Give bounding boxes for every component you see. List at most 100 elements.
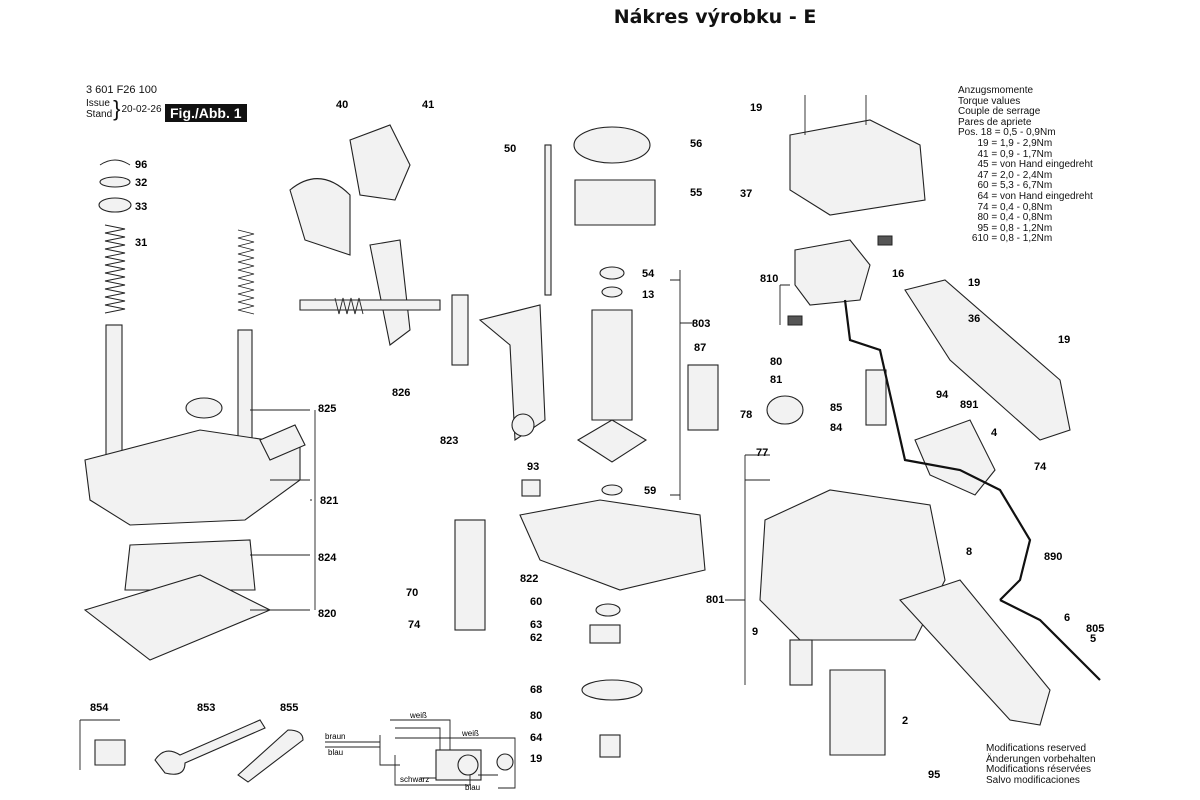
callout-805: 805 <box>1086 623 1104 635</box>
callout-84: 84 <box>830 422 843 434</box>
bracket-lines <box>79 270 790 770</box>
washer-upper-part <box>601 286 623 298</box>
brace: } <box>113 96 121 121</box>
bearing-housing-part <box>574 179 656 226</box>
callout-95: 95 <box>928 769 940 781</box>
callout-891: 891 <box>960 399 978 411</box>
spindle-lock-part <box>299 299 441 311</box>
callout-87: 87 <box>694 342 706 354</box>
spring-right-part <box>237 229 255 315</box>
armature-symbol <box>496 753 514 771</box>
callout-63: 63 <box>530 619 542 631</box>
brush-part <box>787 315 803 326</box>
torque-row: 45 = von Hand eingedreht <box>958 159 1093 171</box>
callout-825: 825 <box>318 403 336 415</box>
callout-826: 826 <box>392 387 410 399</box>
ring-cover-part <box>573 126 651 164</box>
spring-left-part <box>104 224 126 314</box>
base-plate-part <box>84 429 301 526</box>
callout-40: 40 <box>336 99 348 111</box>
handle-right-part <box>904 279 1071 441</box>
lever-part <box>369 239 411 346</box>
mod-fr: Modifications réservées <box>986 764 1092 775</box>
stand-label: Stand <box>86 109 113 120</box>
callout-70: 70 <box>406 587 418 599</box>
callout-54: 54 <box>642 268 655 280</box>
brush-holder-part <box>687 364 719 431</box>
flange-part <box>581 679 643 701</box>
callout-19: 19 <box>968 277 980 289</box>
wire-label-blue: blau <box>328 748 343 757</box>
callout-854: 854 <box>90 702 109 714</box>
callout-9: 9 <box>752 626 758 638</box>
callout-19: 19 <box>1058 334 1070 346</box>
callout-853: 853 <box>197 702 215 714</box>
switch-part <box>865 369 887 426</box>
stator-part <box>829 669 886 756</box>
spring-small-part <box>334 297 364 315</box>
callout-74: 74 <box>1034 461 1047 473</box>
switch-module-part <box>794 239 871 306</box>
brush-plate-part <box>454 519 486 631</box>
rear-handle-part <box>899 579 1051 726</box>
gear-ring-part <box>766 395 804 425</box>
callout-41: 41 <box>422 99 434 111</box>
figure-badge: Fig./Abb. 1 <box>165 104 247 122</box>
torque-heading-en: Torque values <box>958 95 1021 107</box>
callout-68: 68 <box>530 684 542 696</box>
bearing-part <box>599 266 625 280</box>
issue-date: 20-02-26 <box>121 104 162 115</box>
seal-ring-part <box>595 603 621 617</box>
wiring-schematic: braun blau weiß weiß schwarz blau <box>325 711 516 792</box>
knob-part <box>185 397 223 419</box>
motor-circle <box>457 754 479 776</box>
callout-890: 890 <box>1044 551 1062 563</box>
torque-row: 74 = 0,4 - 0,8Nm <box>958 201 1053 213</box>
fan-part <box>576 419 648 463</box>
callout-855: 855 <box>280 702 298 714</box>
callout-85: 85 <box>830 402 842 414</box>
torque-row: 610 = 0,8 - 1,2Nm <box>958 233 1053 245</box>
callout-823: 823 <box>440 435 458 447</box>
sleeve-part <box>599 734 621 758</box>
motor-housing-lower-part <box>519 499 706 591</box>
torque-heading-fr: Couple de serrage <box>958 106 1041 118</box>
callout-55: 55 <box>690 187 702 199</box>
torque-row: 41 = 0,9 - 1,7Nm <box>958 148 1053 160</box>
callout-60: 60 <box>530 596 542 608</box>
callout-93: 93 <box>527 461 539 473</box>
collet-part <box>789 639 813 686</box>
callout-62: 62 <box>530 632 542 644</box>
top-cap-part <box>789 119 926 216</box>
callout-56: 56 <box>690 138 702 150</box>
callout-2: 2 <box>902 715 908 727</box>
callout-77: 77 <box>756 447 768 459</box>
brush-part <box>877 235 893 246</box>
torque-row: Pos. 18 = 0,5 - 0,9Nm <box>958 127 1056 139</box>
torque-heading-de: Anzugsmomente <box>958 85 1034 96</box>
callout-32: 32 <box>135 177 147 189</box>
callout-822: 822 <box>520 573 538 585</box>
adapter-part <box>94 739 126 766</box>
part-number: 3 601 F26 100 <box>86 84 157 96</box>
wire-label-white-top: weiß <box>409 711 427 720</box>
wire-label-blue-bottom: blau <box>465 783 480 792</box>
mod-en: Modifications reserved <box>986 743 1087 754</box>
parts-drawing: braun blau weiß weiß schwarz blau <box>83 95 1101 792</box>
depth-stop-knob-part <box>511 413 535 437</box>
torque-row: 64 = von Hand eingedreht <box>958 190 1093 202</box>
spring-plate-part <box>589 624 621 644</box>
callout-94: 94 <box>936 389 949 401</box>
wire-label-black: schwarz <box>400 775 429 784</box>
torque-row: 60 = 5,3 - 6,7Nm <box>958 180 1053 192</box>
mod-de: Änderungen vorbehalten <box>986 753 1096 765</box>
callout-801: 801 <box>706 594 724 606</box>
modifications-note: Modifications reserved Änderungen vorbeh… <box>986 743 1096 786</box>
power-cord-part <box>999 599 1101 681</box>
washer-part <box>99 176 131 188</box>
callout-16: 16 <box>892 268 904 280</box>
callout-13: 13 <box>642 289 654 301</box>
